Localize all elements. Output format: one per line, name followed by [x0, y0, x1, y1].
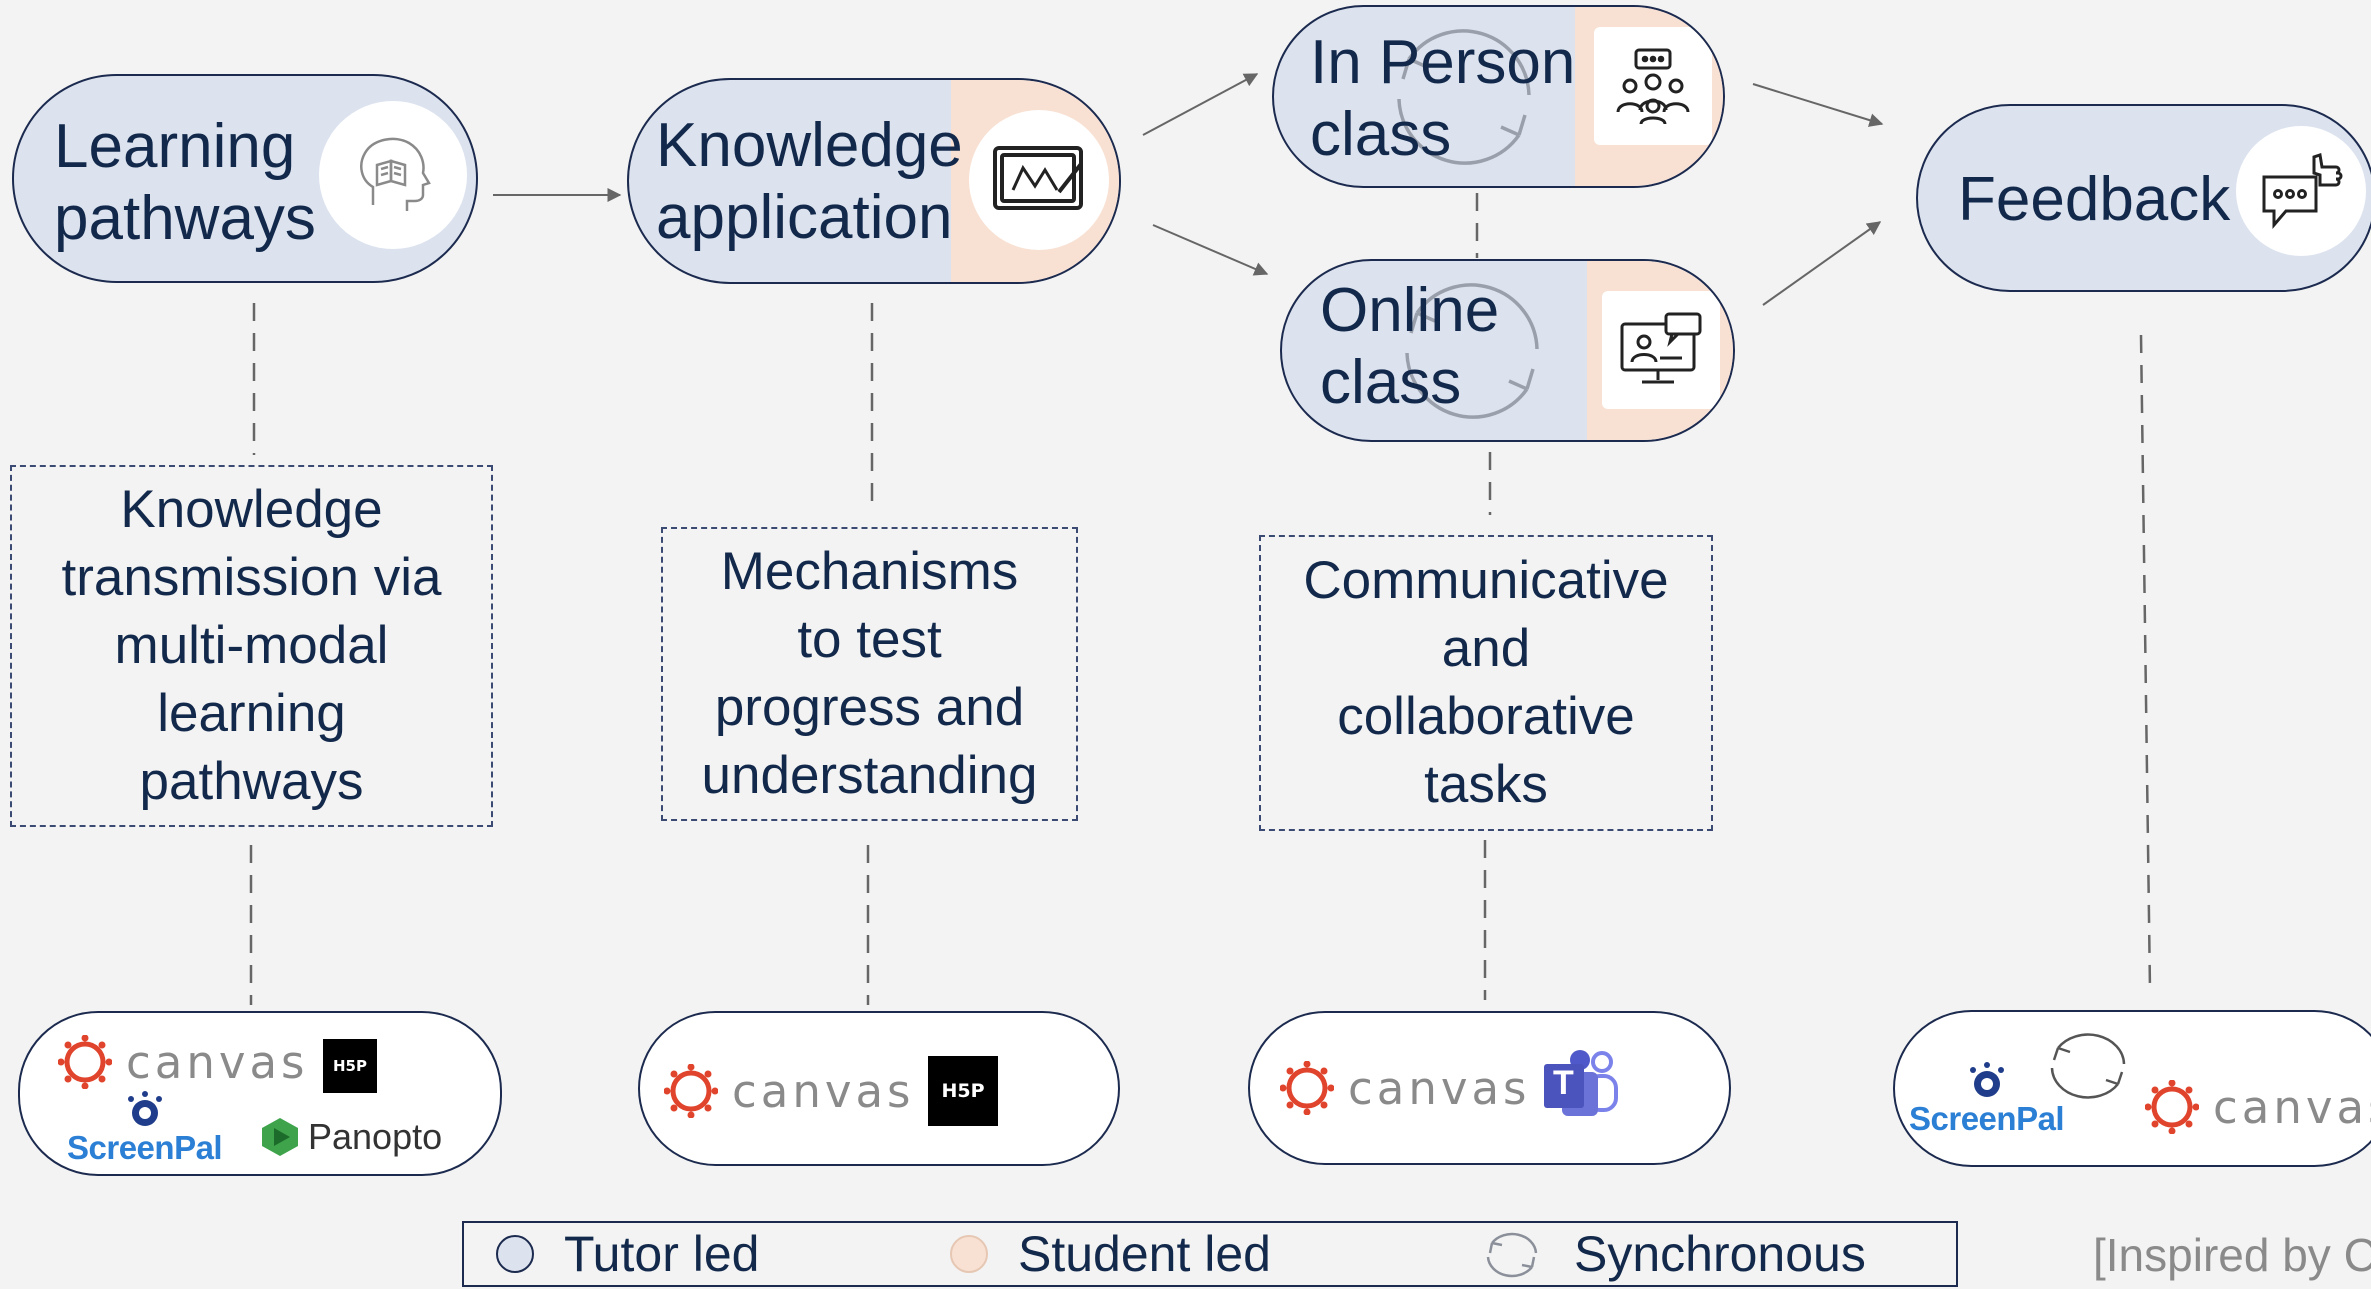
- tools-feedback: ScreenPal canvas: [1893, 1010, 2371, 1167]
- stage-in-person-class: In Person class: [1272, 5, 1725, 188]
- stage-learning-title: Learning pathways: [54, 112, 316, 253]
- head-book-icon: [319, 101, 467, 249]
- canvas-icon: [1280, 1061, 1334, 1115]
- tutor-led-swatch: [496, 1235, 534, 1273]
- legend: Tutor led Student led Synchronous: [462, 1221, 1958, 1287]
- legend-student-led: Student led: [950, 1223, 1271, 1285]
- synchronous-icon: [1486, 1232, 1538, 1278]
- screenpal-logo: ScreenPal: [67, 1091, 223, 1167]
- panopto-wordmark: Panopto: [308, 1116, 443, 1157]
- stage-knowledge-title: Knowledge application: [656, 111, 963, 252]
- legend-synchronous: Synchronous: [1480, 1223, 1866, 1285]
- teams-icon: [1544, 1050, 1618, 1116]
- tools-learning: canvas H5P ScreenPal Panopto: [18, 1011, 502, 1176]
- description-knowledge: Mechanisms to test progress and understa…: [661, 527, 1078, 821]
- synchronous-icon: [1405, 283, 1539, 419]
- stage-inperson-title: In Person class: [1310, 28, 1576, 169]
- dash-feedback: [2139, 334, 2152, 991]
- canvas-icon: [664, 1064, 718, 1118]
- stage-learning-pathways: Learning pathways: [12, 74, 478, 283]
- canvas-icon: [58, 1035, 112, 1089]
- stage-online-title: Online class: [1320, 276, 1500, 417]
- synchronous-icon: [1397, 29, 1531, 165]
- canvas-wordmark: canvas: [1348, 1061, 1531, 1115]
- arrow-online-to-feedback: [1762, 221, 1882, 306]
- description-online: Communicative and collaborative tasks: [1259, 535, 1713, 831]
- tools-online: canvas T: [1248, 1011, 1731, 1165]
- legend-tutor-led-label: Tutor led: [564, 1226, 760, 1282]
- canvas-wordmark: canvas: [2213, 1080, 2371, 1134]
- dashed-links: [249, 193, 2152, 1005]
- h5p-logo: H5P: [323, 1039, 377, 1093]
- canvas-logo: canvas: [2145, 1080, 2371, 1134]
- stage-feedback-title: Feedback: [1958, 165, 2231, 234]
- stage-online-class: Online class: [1280, 259, 1735, 442]
- arrow-inperson-to-feedback: [1752, 83, 1884, 127]
- credit-note: [Inspired by C: [2093, 1229, 2371, 1281]
- synchronous-icon: [2050, 1033, 2126, 1099]
- whiteboard-icon: [969, 110, 1109, 250]
- teams-letter: T: [1553, 1064, 1574, 1102]
- group-chat-icon: [1594, 27, 1712, 145]
- flow-arrows: [493, 73, 1884, 306]
- screenpal-icon: [1969, 1062, 2004, 1097]
- legend-tutor-led: Tutor led: [496, 1223, 759, 1285]
- video-call-icon: [1602, 291, 1720, 409]
- canvas-icon: [2145, 1080, 2199, 1134]
- h5p-logo: H5P: [928, 1056, 998, 1126]
- canvas-logo: canvas: [1280, 1061, 1531, 1115]
- screenpal-wordmark: ScreenPal: [67, 1129, 223, 1166]
- tools-knowledge: canvas H5P: [638, 1011, 1120, 1166]
- student-led-swatch: [950, 1235, 988, 1273]
- screenpal-logo: ScreenPal: [1909, 1062, 2065, 1138]
- screenpal-icon: [127, 1091, 162, 1126]
- screenpal-wordmark: ScreenPal: [1909, 1100, 2065, 1137]
- teams-logo: T: [1538, 1048, 1624, 1133]
- legend-synchronous-label: Synchronous: [1574, 1226, 1866, 1282]
- canvas-wordmark: canvas: [732, 1064, 915, 1118]
- stage-knowledge-application: Knowledge application: [627, 78, 1121, 284]
- panopto-icon: [262, 1118, 298, 1156]
- chat-thumbs-up-icon: [2236, 126, 2366, 256]
- stage-feedback: Feedback: [1916, 104, 2371, 292]
- canvas-logo: canvas: [664, 1064, 915, 1118]
- canvas-logo: canvas: [58, 1035, 309, 1089]
- arrow-knowledge-to-inperson: [1142, 73, 1259, 136]
- panopto-logo: Panopto: [260, 1116, 442, 1158]
- arrow-knowledge-to-online: [1152, 224, 1269, 276]
- legend-student-led-label: Student led: [1018, 1226, 1271, 1282]
- description-learning: Knowledge transmission via multi-modal l…: [10, 465, 493, 827]
- canvas-wordmark: canvas: [126, 1035, 309, 1089]
